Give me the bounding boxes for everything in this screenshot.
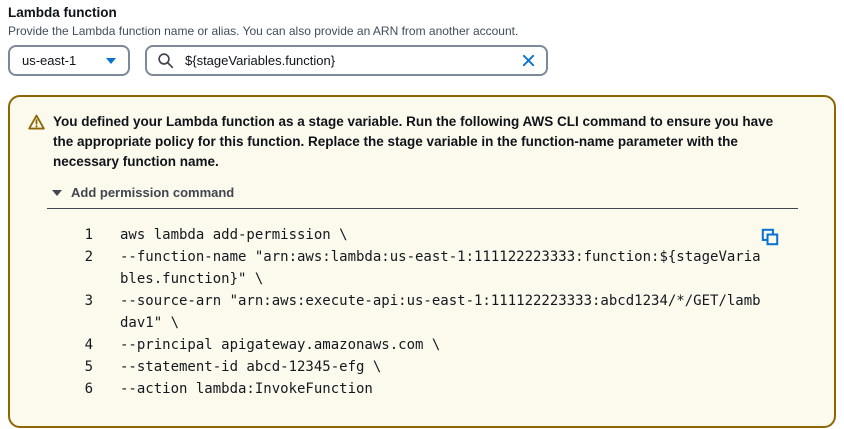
line-text: aws lambda add-permission \ xyxy=(120,227,348,243)
code-line: 1 aws lambda add-permission \ xyxy=(73,224,816,246)
chevron-down-icon xyxy=(52,189,62,196)
code-line: 2 --function-name "arn:aws:lambda:us-eas… xyxy=(73,246,816,290)
code-line: 3 --source-arn "arn:aws:execute-api:us-e… xyxy=(73,290,816,334)
line-text: --action lambda:InvokeFunction xyxy=(120,381,373,397)
close-icon xyxy=(521,53,536,68)
field-description: Provide the Lambda function name or alia… xyxy=(8,24,519,38)
expander-label: Add permission command xyxy=(71,185,235,200)
line-text: --source-arn "arn:aws:execute-api:us-eas… xyxy=(120,293,761,331)
region-selector[interactable]: us-east-1 xyxy=(8,45,130,76)
line-number: 6 xyxy=(84,381,93,397)
code-line: 6 --action lambda:InvokeFunction xyxy=(73,378,816,400)
add-permission-command-expander[interactable]: Add permission command xyxy=(52,185,234,200)
copy-icon xyxy=(761,228,779,246)
code-line: 4 --principal apigateway.amazonaws.com \ xyxy=(73,334,816,356)
chevron-down-icon xyxy=(106,57,116,64)
warning-triangle-icon xyxy=(28,114,45,172)
expander-divider xyxy=(47,208,798,209)
function-search-box[interactable] xyxy=(145,45,548,76)
copy-command-button[interactable] xyxy=(761,228,779,246)
line-number: 1 xyxy=(84,227,93,243)
clear-search-button[interactable] xyxy=(521,53,536,68)
line-text: --function-name "arn:aws:lambda:us-east-… xyxy=(120,249,761,287)
region-selector-value: us-east-1 xyxy=(22,53,77,68)
warning-alert-header: You defined your Lambda function as a st… xyxy=(28,112,816,172)
warning-alert: You defined your Lambda function as a st… xyxy=(8,95,836,428)
page-title: Lambda function xyxy=(8,5,117,20)
line-number: 2 xyxy=(84,249,93,265)
code-line: 5 --statement-id abcd-12345-efg \ xyxy=(73,356,816,378)
line-number: 4 xyxy=(84,337,93,353)
line-number: 3 xyxy=(84,293,93,309)
warning-message: You defined your Lambda function as a st… xyxy=(53,114,774,169)
line-text: --principal apigateway.amazonaws.com \ xyxy=(120,337,441,353)
line-text: --statement-id abcd-12345-efg \ xyxy=(120,359,382,375)
controls-row: us-east-1 xyxy=(8,45,836,76)
line-number: 5 xyxy=(84,359,93,375)
function-search-input[interactable] xyxy=(183,52,512,69)
search-icon xyxy=(157,52,174,69)
cli-code-block: 1 aws lambda add-permission \ 2 --functi… xyxy=(73,224,816,400)
